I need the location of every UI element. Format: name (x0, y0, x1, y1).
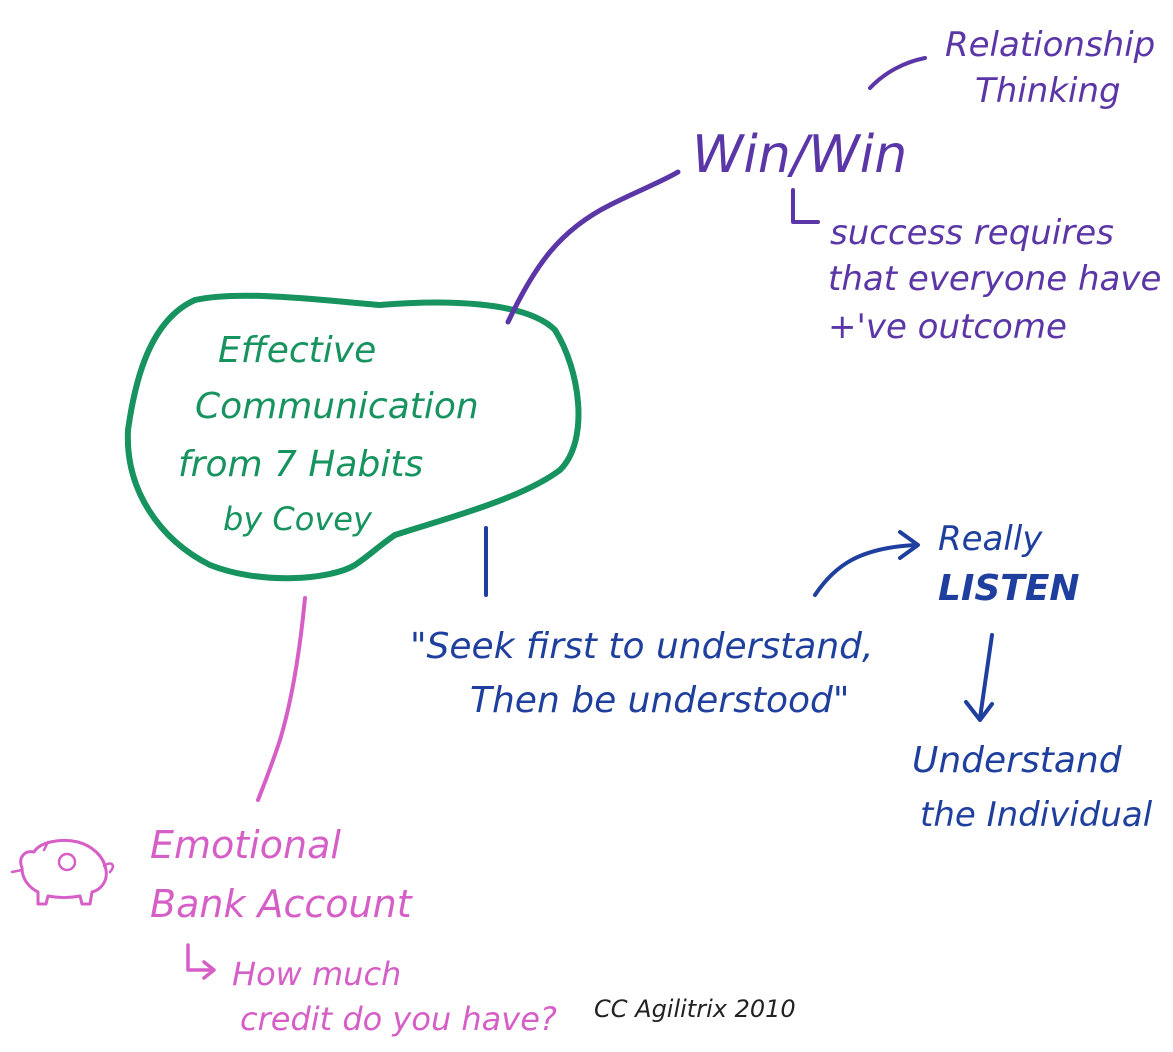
credit-line-1: How much (232, 955, 401, 993)
seek-line-1: "Seek first to understand, (410, 626, 873, 667)
arrow-head-credit-icon (202, 960, 216, 980)
seek-branch: "Seek first to understand, Then be under… (410, 519, 1153, 835)
central-node-line-3: from 7 Habits (178, 444, 423, 485)
connector-winwin-to-relationship (868, 56, 927, 90)
central-node-line-2: Communication (195, 386, 479, 427)
success-line-2: that everyone have (828, 259, 1161, 299)
individual-line-2: the Individual (920, 795, 1153, 835)
arrow-head-listen-icon (898, 530, 920, 560)
arrow-head-individual-icon (964, 700, 994, 722)
listen-line-1: Really (938, 519, 1043, 559)
winwin-branch: Win/Win Relationship Thinking success re… (505, 25, 1161, 347)
relationship-line-2: Thinking (975, 71, 1121, 111)
piggy-bank-icon (10, 838, 115, 906)
connector-listen-to-individual (978, 633, 994, 720)
emotional-line-1: Emotional (150, 823, 341, 867)
connector-winwin-to-success (791, 188, 820, 224)
emotional-branch: Emotional Bank Account How much credit d… (10, 596, 557, 1038)
success-line-3: +'ve outcome (828, 307, 1067, 347)
central-node: Effective Communication from 7 Habits by… (124, 292, 582, 582)
connector-center-to-emotional (256, 596, 307, 802)
connector-center-to-winwin (505, 169, 681, 325)
individual-line-1: Understand (912, 740, 1123, 781)
emotional-line-2: Bank Account (150, 882, 414, 926)
relationship-line-1: Relationship (945, 25, 1155, 65)
connector-emotional-to-credit (186, 943, 214, 972)
central-node-line-1: Effective (218, 330, 376, 371)
connector-seek-to-listen (813, 543, 917, 597)
winwin-title: Win/Win (692, 125, 907, 185)
success-line-1: success requires (830, 213, 1114, 253)
central-node-outline (124, 292, 582, 582)
listen-line-2: LISTEN (938, 568, 1080, 609)
central-node-line-4: by Covey (223, 500, 373, 538)
copyright-text: CC Agilitrix 2010 (594, 995, 796, 1023)
seek-line-2: Then be understood" (470, 680, 849, 721)
credit-line-2: credit do you have? (240, 1000, 557, 1038)
